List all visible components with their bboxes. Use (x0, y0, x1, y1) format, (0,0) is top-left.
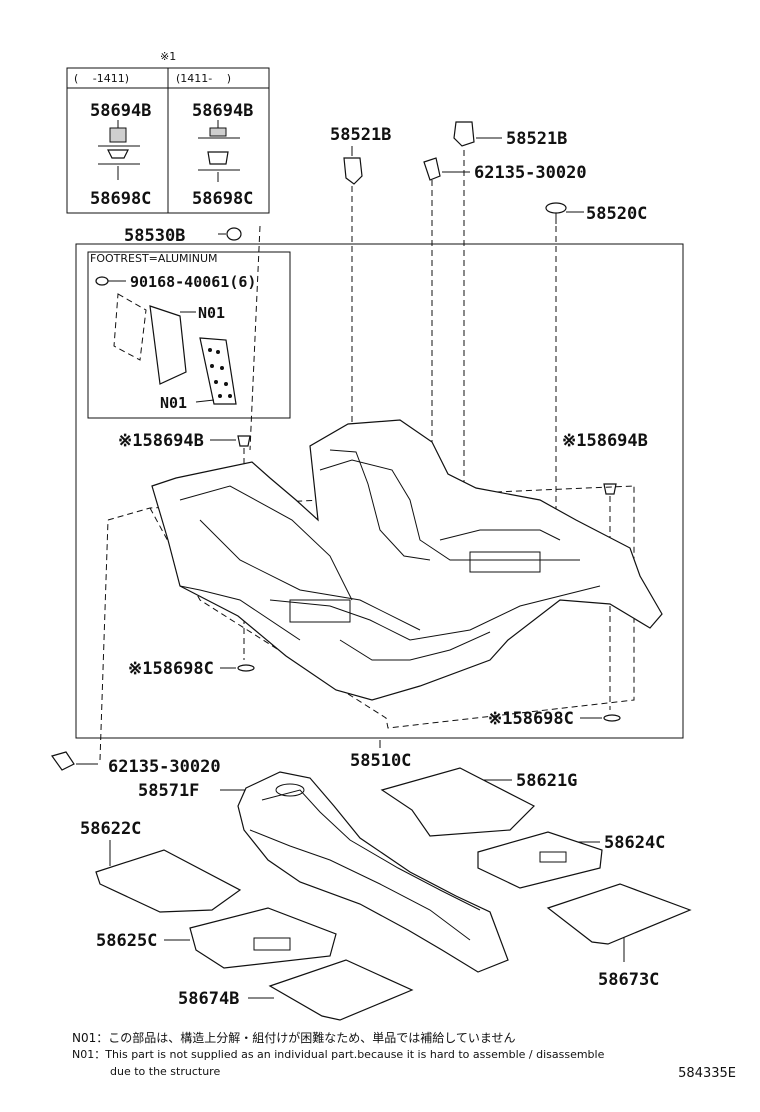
fastener-62135-bottom-drawing (51, 751, 98, 771)
label-58521b-left: 58521B (330, 125, 391, 145)
inset-mark: ※1 (160, 50, 176, 63)
mat-58621g-drawing (380, 767, 536, 837)
mat-58622c-drawing (95, 849, 242, 913)
clip-58694b-left-icon (237, 435, 251, 447)
footrest-bolt-label: 90168-40061(6) (130, 273, 256, 291)
label-58521b-right: 58521B (506, 129, 567, 149)
label-58530b: 58530B (124, 226, 185, 246)
inset-right-top-label: 58694B (192, 101, 253, 121)
inset-left-top-label: 58694B (90, 101, 151, 121)
note-english-line2: due to the structure (110, 1065, 221, 1078)
label-62135-bottom: 62135-30020 (108, 757, 221, 777)
insulator-58571f-drawing (237, 771, 509, 973)
label-58571f: 58571F (138, 781, 199, 801)
label-58694b-left: ※158694B (118, 431, 204, 451)
diagram-code: 584335E (678, 1066, 736, 1081)
footrest-plates-drawing (113, 293, 237, 405)
inset-right-header: (1411- ) (176, 72, 231, 85)
mat-58674b-drawing (268, 959, 414, 1021)
footrest-title: FOOTREST=ALUMINUM (90, 252, 218, 265)
mat-58673c-drawing (546, 883, 692, 945)
clip-58530b-drawing (218, 227, 242, 241)
label-58624c: 58624C (604, 833, 665, 853)
label-58698c-left: ※158698C (128, 659, 214, 679)
clip-58698c-right-icon (603, 714, 621, 722)
label-58698c-right: ※158698C (488, 709, 574, 729)
label-58694b-right: ※158694B (562, 431, 648, 451)
note-japanese: N01：この部品は、構造上分解・組付けが困難なため、単品では補給していません (72, 1031, 516, 1045)
label-58625c: 58625C (96, 931, 157, 951)
fastener-62135-top-drawing (423, 157, 470, 181)
note-english-line1: N01：This part is not supplied as an indi… (72, 1048, 605, 1061)
main-carpet-58510c-drawing (151, 419, 663, 701)
label-58674b: 58674B (178, 989, 239, 1009)
clip-58694b-right-icon (603, 483, 617, 495)
clip-58698c-left-icon (237, 664, 255, 672)
inset-left-clip-drawing (98, 120, 140, 180)
footrest-box (87, 251, 291, 419)
clip-58521b-left-drawing (343, 146, 363, 185)
clip-58520c-drawing (545, 202, 584, 224)
label-58510c: 58510C (350, 751, 411, 771)
footrest-n01-top: N01 (198, 304, 225, 322)
inset-left-bottom-label: 58698C (90, 189, 151, 209)
main-frame (75, 243, 684, 739)
label-62135-top: 62135-30020 (474, 163, 587, 183)
clip-58521b-right-drawing (453, 121, 502, 147)
footrest-n01-bottom: N01 (160, 394, 187, 412)
label-58622c: 58622C (80, 819, 141, 839)
footrest-bolt-drawing (95, 276, 126, 286)
inset-right-clip-drawing (198, 120, 240, 182)
label-58520c: 58520C (586, 204, 647, 224)
label-58621g: 58621G (516, 771, 577, 791)
inset-left-header: ( -1411) (74, 72, 129, 85)
label-58673c: 58673C (598, 970, 659, 990)
inset-right-bottom-label: 58698C (192, 189, 253, 209)
